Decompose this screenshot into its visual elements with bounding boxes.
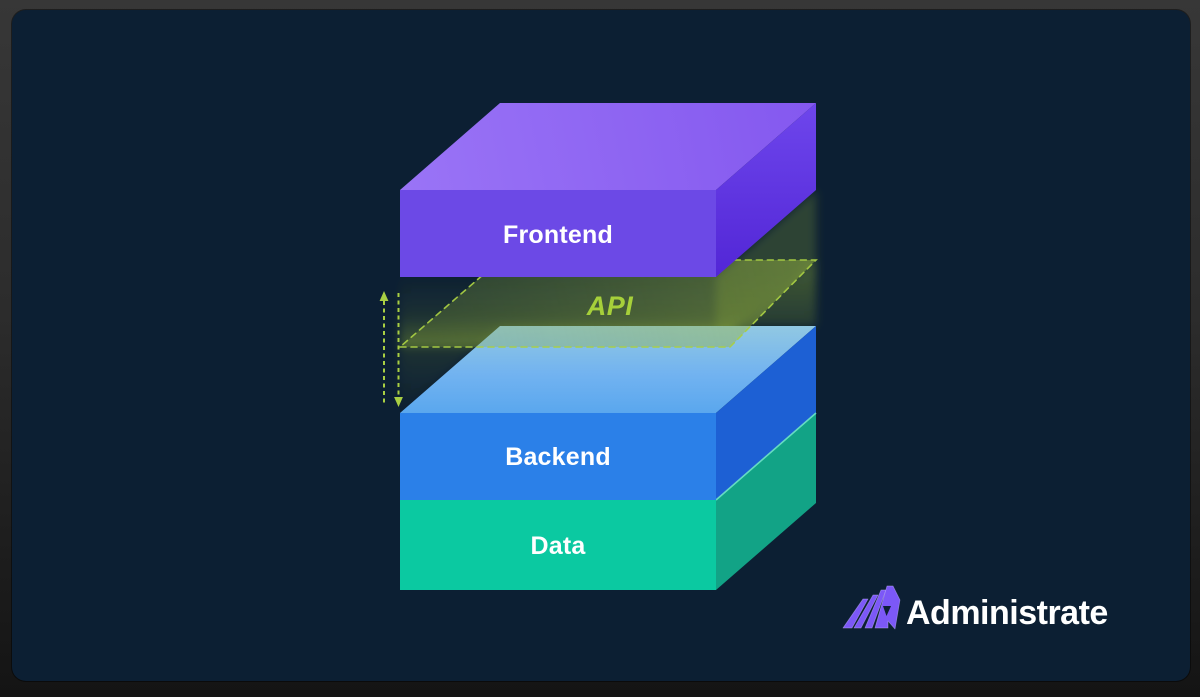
administrate-logo: Administrate [842,585,1108,632]
administrate-logo-counter [883,606,891,616]
data-side-top-edge-highlight [715,412,817,501]
frontend-top-face [400,103,816,190]
data-front-face [400,500,716,590]
gap-measure-arrows [379,291,403,407]
api-plane [397,259,818,348]
frontend-front-face [400,190,716,277]
gap-measure-arrow-up-icon [379,291,389,404]
frontend-side-face [716,103,816,277]
backend-label: Backend [505,443,611,471]
api-label: API [586,291,634,321]
frontend-label: Frontend [503,221,613,249]
administrate-wordmark: Administrate [906,594,1108,632]
backend-front-face [400,413,716,500]
backend-side-face [716,326,816,500]
administrate-logo-icon [842,585,901,630]
data-label: Data [531,532,587,560]
frontend-box [400,103,816,277]
data-side-face [716,413,816,590]
gap-measure-arrow-down-icon [394,293,403,407]
